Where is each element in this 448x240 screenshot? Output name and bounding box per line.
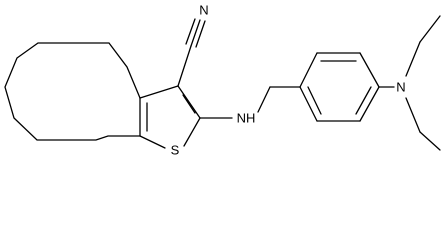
atom-label-s: S	[171, 143, 180, 158]
amine-nh-label: NH	[237, 111, 256, 126]
thiophene-ring	[139, 85, 201, 149]
diethylamino-group	[378, 15, 441, 151]
atom-label-nh: NH	[237, 111, 256, 126]
amine-linker	[199, 86, 301, 119]
thiophene-sulfur-label: S	[171, 143, 180, 158]
atom-label-nitrile-n: N	[199, 3, 208, 18]
cyclododecane-ring	[4, 42, 141, 141]
nitrile-nitrogen-label: N	[199, 3, 208, 18]
dialkylamine-nitrogen-label: N	[396, 80, 405, 95]
nitrile-group	[177, 18, 206, 87]
chemical-structure-diagram: N NH S N	[4, 3, 441, 158]
benzene-ring	[299, 52, 380, 122]
atom-label-dialkyl-n: N	[396, 80, 405, 95]
